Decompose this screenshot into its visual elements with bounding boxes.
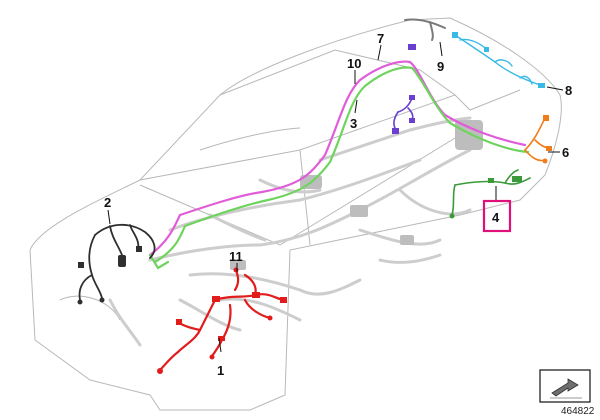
harness-4-connectors — [449, 176, 522, 219]
harness-4 — [451, 169, 531, 216]
harness-9 — [404, 18, 446, 41]
reference-number: 464822 — [561, 406, 595, 417]
callout-6: 6 — [562, 145, 569, 160]
callout-2: 2 — [104, 195, 111, 210]
callout-4: 4 — [492, 210, 500, 225]
harness-7-connectors — [392, 44, 416, 134]
callout-10: 10 — [347, 56, 361, 71]
harness-2-connectors — [77, 246, 142, 305]
callout-11: 11 — [229, 249, 243, 264]
harness-3-magenta — [148, 60, 527, 257]
callout-1: 1 — [217, 363, 224, 378]
harness-3 — [148, 60, 530, 270]
callout-4-highlight-box — [482, 199, 512, 233]
harness-8-connectors — [452, 32, 545, 88]
harness-6-connectors — [542, 115, 552, 164]
harness-8 — [454, 34, 541, 86]
callout-9: 9 — [437, 59, 444, 74]
car-body-outline — [29, 17, 562, 411]
harness-1-connectors — [157, 267, 287, 374]
arrow-direction-icon — [539, 369, 591, 403]
callout-7: 7 — [377, 31, 384, 46]
harness-2 — [78, 223, 156, 301]
leader-lines — [107, 41, 564, 353]
background-components — [230, 120, 483, 270]
callout-8: 8 — [565, 83, 572, 98]
harness-7 — [393, 97, 414, 131]
harness-6 — [524, 117, 551, 162]
harness-3-green — [153, 66, 530, 264]
callout-3: 3 — [350, 116, 357, 131]
